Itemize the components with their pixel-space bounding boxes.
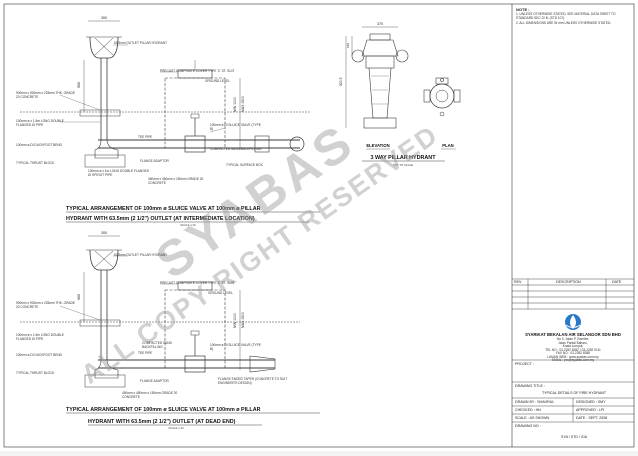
company-email: EMAIL : pro@syabas.com.my xyxy=(551,357,595,362)
title-block-lines xyxy=(512,278,634,423)
note-1: 1. UNLESS OTHERWISE STATED, SEE MATERIAL… xyxy=(516,12,616,20)
top-note-hydrant: 63.5mm OUTLET PILLAR HYDRANT xyxy=(114,41,168,45)
elevation-label: ELEVATION xyxy=(366,143,389,148)
top-note-adaptor: FLANGE ADAPTOR xyxy=(140,159,169,163)
bottom-note-bend: 100mm ø DI DUCKFOOT BEND xyxy=(16,353,62,357)
company-fax: FAX NO : 03-2282 8388 xyxy=(555,351,591,355)
top-note-sand: COMPACTED SAND BACKFILLING xyxy=(210,147,262,151)
plan-label: PLAN xyxy=(442,143,453,148)
hydrant-base xyxy=(363,117,397,129)
company-phone: TEL NO : 03-2282 8282 / 03-2282 9111 xyxy=(545,347,601,352)
duckfoot-bend-b xyxy=(94,359,119,379)
bottom-note-tee: TEE PIPE xyxy=(138,351,153,355)
hydrant-elevation: 370 920.5 150 xyxy=(339,22,409,129)
top-view-scale: SCALE 1:10 xyxy=(180,223,196,227)
date-header: DATE xyxy=(612,280,622,284)
drawing-title: TYPICAL DETAILS OF FIRE HYDRANT xyxy=(541,391,607,395)
thrust-block xyxy=(84,154,126,168)
hydrant-barrel xyxy=(368,67,392,119)
drawing-title-label: DRAWING TITLE : xyxy=(515,384,545,388)
top-view-title-line2: HYDRANT WITH 63.5mm (2 1/2") OUTLET (AT … xyxy=(66,216,255,222)
hydrant-plan xyxy=(423,77,461,117)
bottom-note-pipe: 100mm ø x 1.5m LONG DOUBLE FLANGED DI PI… xyxy=(16,333,64,341)
top-note-bend: 100mm ø DI DUCKFOOT BEND xyxy=(16,143,62,147)
company-address-3: Kuala Lumpur, xyxy=(562,344,584,348)
dim-max-depth-b: MAX 1500 xyxy=(241,312,245,328)
drawn-by: DRAWN BY : SHAHRUL xyxy=(515,400,555,404)
drawing-no-label: DRAWING NO : xyxy=(515,424,541,428)
dim-hydrant-width: 300 xyxy=(101,16,107,20)
dim-hydrant-width-b: 300 xyxy=(101,231,107,235)
top-view-title-line1: TYPICAL ARRANGEMENT OF 100mm ø SLUICE VA… xyxy=(66,206,261,212)
hydrant-head-shape-b xyxy=(89,249,119,271)
bottom-view-title-line2: HYDRANT WITH 63.5mm (2 1/2") OUTLET (AT … xyxy=(88,419,236,425)
drawing-number: SYA / STD / 016 xyxy=(561,435,587,439)
dim-riser-height: 900 xyxy=(77,82,81,88)
top-note-ground: GROUND LEVEL xyxy=(205,79,230,83)
dim-riser-height-b: 900 xyxy=(77,294,81,300)
dim-max-depth: MAX 1500 xyxy=(241,96,245,112)
drawing-date: DATE : SEPT. 2008 xyxy=(576,416,608,420)
top-note-spigot: 100mm ø x 1m LONG DOUBLE FLANGED DI SPIG… xyxy=(88,169,150,177)
dim-min-depth: MIN 1000 xyxy=(233,97,237,112)
bottom-view-scale: SCALE 1:10 xyxy=(168,426,184,430)
bottom-note-base: 450mm x 450mm x 150mm GRADE 20 CONCRETE xyxy=(122,391,178,399)
top-note-cover: PRECAST COMPOSITE COVER TYPE 'C' ST. SUI… xyxy=(160,69,235,73)
notes-header: NOTE : xyxy=(516,7,530,12)
rev-header: REV. xyxy=(514,280,523,284)
sluice-valve-b xyxy=(184,355,206,373)
concrete-pad-b xyxy=(79,319,121,327)
designed-by: DESIGNED : SMY xyxy=(576,400,606,404)
bottom-view-title-line1: TYPICAL ARRANGEMENT OF 100mm ø SLUICE VA… xyxy=(66,407,261,413)
bottom-note-taper: FLANGE ENDED TAPER (CONCRETE TO SUIT ENG… xyxy=(218,377,288,385)
top-note-pipe: 100mm ø x 1.5m LONG DOUBLE FLANGED DI PI… xyxy=(16,119,64,127)
top-arrangement-view: 300 900 MIN 1000 MAX 1500 xyxy=(20,16,310,168)
bottom-note-valve: 100mm ø DI SLUICE VALVE (TYPE B) xyxy=(210,343,261,351)
description-header: DESCRIPTION xyxy=(556,280,581,284)
checked-by: CHECKED : HN xyxy=(515,408,541,412)
bottom-note-hydrant: 63.5mm OUTLET PILLAR HYDRANT xyxy=(114,253,168,257)
dim-elev-height: 920.5 xyxy=(339,77,343,86)
drawing-scale: SCALE : AS SHOWN xyxy=(515,416,550,420)
sluice-valve xyxy=(184,135,206,153)
bottom-note-thrust: TYPICAL THRUST BLOCK xyxy=(16,371,55,375)
bottom-note-cover: PRECAST COMPOSITE COVER TYPE 'C' ST. SUI… xyxy=(160,281,235,285)
tee-pipe xyxy=(254,135,270,153)
hydrant-detail-title: 3 WAY PILLAR HYDRANT xyxy=(371,155,437,161)
bottom-note-ground: GROUND LEVEL xyxy=(208,291,233,295)
top-note-valve: 100mm ø DI SLUICE VALVE (TYPE B) xyxy=(210,123,261,131)
top-note-base: 450mm x 450mm x 150mm GRADE 20 CONCRETE xyxy=(148,177,204,185)
hydrant-detail-scale: NOT TO SCALE xyxy=(393,163,413,167)
dim-outlet: 150 xyxy=(346,43,350,48)
flange-taper xyxy=(249,355,276,373)
top-note-tee: TEE PIPE xyxy=(138,135,153,139)
bottom-note-sand: COMPACTED SAND BACKFILLING xyxy=(142,341,172,349)
thrust-block-b xyxy=(84,374,126,388)
bottom-note-pad: 900mm x 900mm x 225mm THK. GRADE 20 CONC… xyxy=(16,301,75,309)
bottom-note-adaptor: FLANGE ADAPTOR xyxy=(140,379,169,383)
note-2: 2. ALL DIMENSIONS ARE IN mm UNLESS OTHER… xyxy=(516,21,612,25)
company-address-1: No 4, Jalan P. Ramlee, xyxy=(556,337,590,341)
valve-chamber xyxy=(164,77,226,149)
main-pipe-section xyxy=(289,136,305,152)
dim-min-depth-b: MIN 1000 xyxy=(233,313,237,328)
hydrant-head-shape xyxy=(89,36,119,59)
company-address-2: Jalan Pantai Baharu, xyxy=(558,340,588,345)
company-name: SYARIKAT BEKALAN AIR SELANGOR SDN BHD xyxy=(525,332,621,337)
sheet-border xyxy=(3,3,635,448)
concrete-pad xyxy=(79,109,121,117)
syabas-logo xyxy=(565,314,581,330)
duckfoot-bend xyxy=(94,139,119,159)
bottom-arrangement-view: 300 900 MIN 1000 MAX 1500 xyxy=(20,231,300,388)
top-note-pad: 900mm x 900mm x 225mm THK. GRADE 20 CONC… xyxy=(16,91,75,99)
company-web: LAMAN WEB : www.syabas.com.my xyxy=(547,354,599,359)
project-label: PROJECT : xyxy=(515,362,534,366)
approved-by: APPROVED : LPI xyxy=(576,408,605,412)
top-note-surface: TYPICAL SURFACE BOX xyxy=(226,163,263,167)
surface-box-b xyxy=(177,281,213,291)
top-note-thrust: TYPICAL THRUST BLOCK xyxy=(16,161,55,165)
dim-elev-width: 370 xyxy=(377,22,383,26)
